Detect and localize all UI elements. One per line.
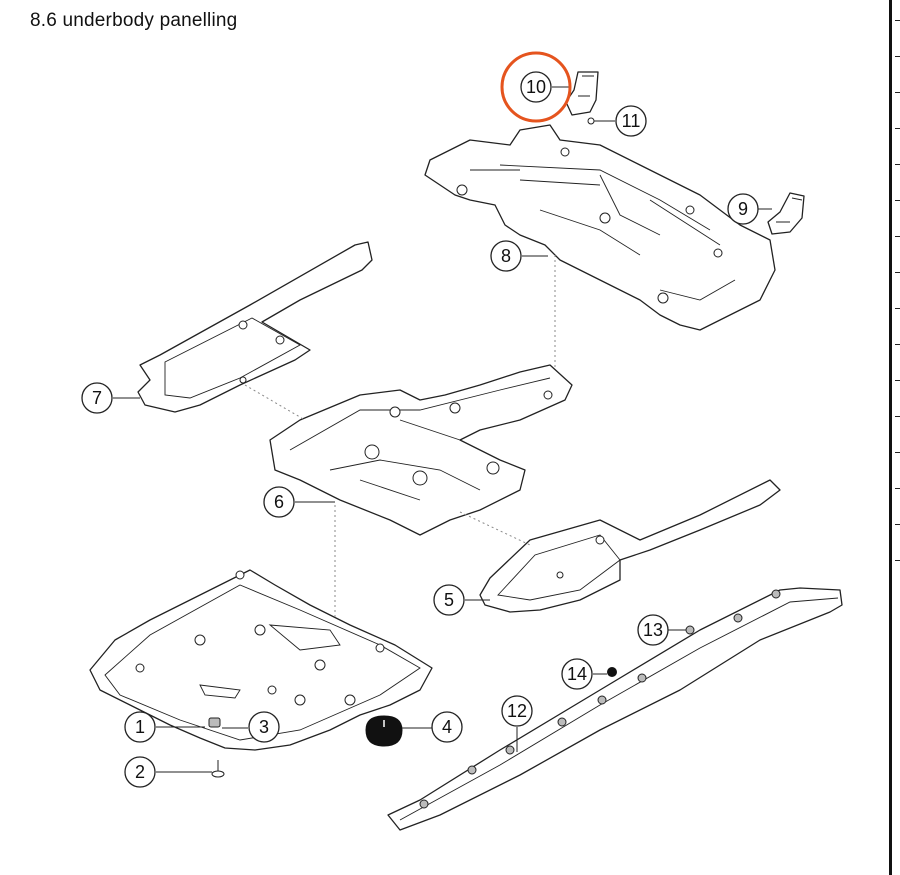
part-1-front-panel: [89, 569, 433, 751]
svg-text:6: 6: [274, 492, 284, 512]
part-10-air-duct: [565, 71, 599, 116]
part-13-nut: [685, 625, 695, 635]
highlight-ring: [500, 51, 572, 123]
part-sill-rail: [387, 587, 843, 831]
svg-text:14: 14: [567, 664, 587, 684]
assembly-line-6-5: [459, 511, 531, 546]
page-title: 8.6 underbody panelling: [30, 10, 238, 31]
part-14-grommet: [607, 667, 617, 677]
assembly-line-7-6: [244, 384, 306, 421]
part-9-air-duct: [767, 192, 805, 235]
svg-text:3: 3: [259, 717, 269, 737]
part-8-rear-panel: [424, 124, 776, 331]
callout-5: 5: [433, 584, 465, 616]
part-5-right-side-panel: [479, 479, 781, 613]
svg-text:1: 1: [135, 717, 145, 737]
svg-text:11: 11: [622, 111, 641, 131]
callout-4: 4: [431, 711, 463, 743]
svg-text:8: 8: [501, 246, 511, 266]
callout-3: 3: [248, 711, 280, 743]
svg-text:13: 13: [643, 620, 663, 640]
part-6-middle-panel: [269, 364, 573, 536]
callout-2: 2: [124, 756, 156, 788]
right-edge-index-rail: [889, 0, 900, 875]
callout-1: 1: [124, 711, 156, 743]
part-11-screw: [587, 117, 600, 125]
svg-text:12: 12: [507, 701, 527, 721]
part-3-clip: [208, 717, 221, 728]
svg-text:9: 9: [738, 199, 748, 219]
callout-9: 9: [727, 193, 759, 225]
svg-text:2: 2: [135, 762, 145, 782]
part-4-plug: [365, 715, 403, 747]
callout-6: 6: [263, 486, 295, 518]
callout-7: 7: [81, 382, 113, 414]
svg-text:4: 4: [442, 717, 452, 737]
svg-text:5: 5: [444, 590, 454, 610]
callout-14: 14: [561, 658, 593, 690]
part-2-screw: [211, 760, 225, 778]
callout-10: 10: [500, 51, 572, 123]
callout-11: 11: [615, 105, 647, 137]
callout-12: 12: [501, 695, 533, 727]
part-7-left-side-panel: [137, 241, 373, 413]
svg-text:7: 7: [92, 388, 102, 408]
callout-13: 13: [637, 614, 669, 646]
svg-text:10: 10: [526, 77, 546, 97]
callout-8: 8: [490, 240, 522, 272]
